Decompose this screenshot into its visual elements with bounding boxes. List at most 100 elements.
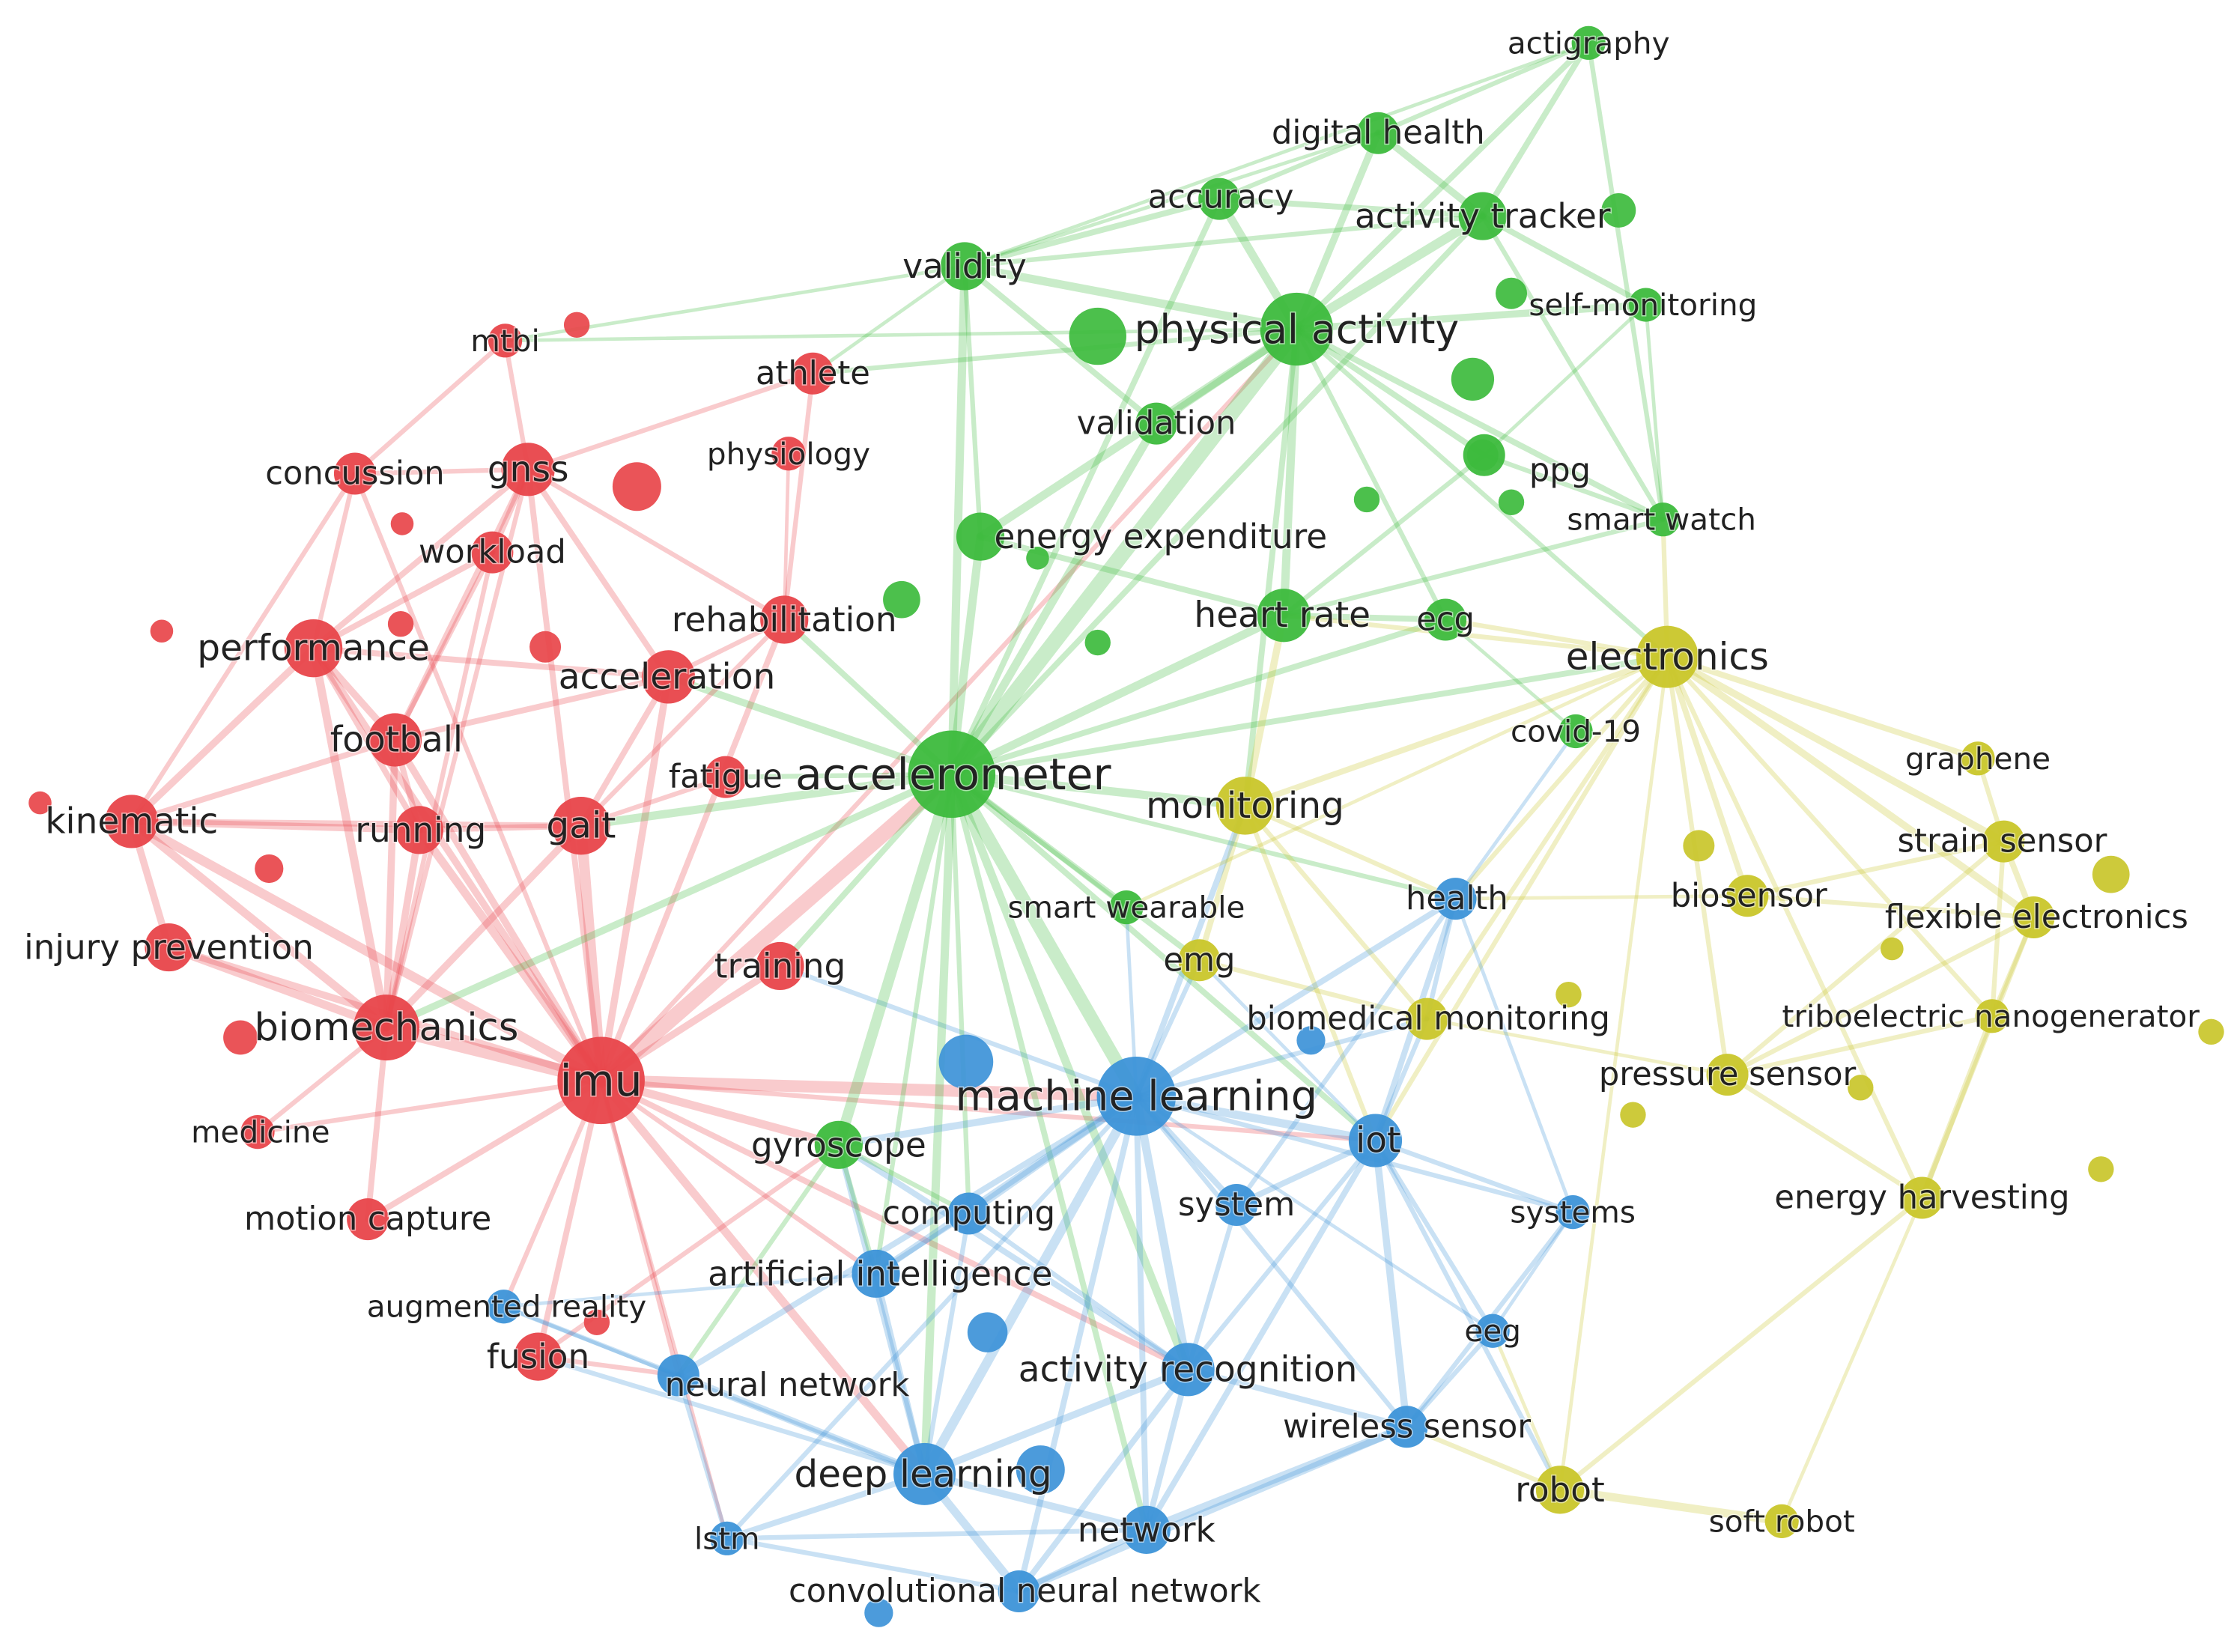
node-football[interactable]: [368, 713, 422, 767]
node-validity[interactable]: [940, 242, 989, 291]
node-unlabeled-1[interactable]: [1601, 192, 1636, 228]
node-unlabeled-25[interactable]: [864, 1598, 893, 1627]
node-unlabeled-2[interactable]: [1495, 277, 1528, 309]
node-mtbi[interactable]: [488, 324, 523, 358]
node-soft-robot[interactable]: [1764, 1504, 1799, 1538]
node-kinematic[interactable]: [105, 795, 159, 848]
node-unlabeled-32[interactable]: [1620, 1102, 1646, 1128]
node-health[interactable]: [1434, 878, 1477, 920]
node-unlabeled-20[interactable]: [583, 1309, 610, 1335]
node-artificial-intelligence[interactable]: [852, 1249, 900, 1298]
node-unlabeled-7[interactable]: [1498, 489, 1525, 515]
node-motion-capture[interactable]: [347, 1198, 389, 1241]
node-unlabeled-4[interactable]: [1451, 357, 1495, 401]
node-unlabeled-28[interactable]: [1881, 937, 1904, 961]
node-digital-health[interactable]: [1357, 112, 1400, 154]
node-unlabeled-26[interactable]: [1683, 830, 1715, 862]
node-gnss[interactable]: [501, 443, 555, 496]
node-energy-expenditure[interactable]: [956, 512, 1005, 561]
node-monitoring[interactable]: [1215, 777, 1275, 835]
node-unlabeled-11[interactable]: [563, 312, 590, 338]
node-neural-network[interactable]: [657, 1354, 699, 1397]
node-activity-tracker[interactable]: [1458, 192, 1507, 240]
node-unlabeled-29[interactable]: [1555, 981, 1582, 1008]
node-rehabilitation[interactable]: [760, 595, 809, 644]
node-unlabeled-8[interactable]: [1026, 547, 1049, 570]
node-concussion[interactable]: [333, 452, 376, 495]
node-performance[interactable]: [284, 619, 343, 678]
node-unlabeled-16[interactable]: [150, 619, 174, 643]
node-medicine[interactable]: [240, 1115, 275, 1150]
node-activity-recognition[interactable]: [1161, 1343, 1215, 1397]
node-unlabeled-24[interactable]: [967, 1312, 1008, 1352]
node-unlabeled-19[interactable]: [223, 1020, 258, 1055]
node-unlabeled-14[interactable]: [387, 610, 414, 637]
node-graphene[interactable]: [1961, 741, 1995, 776]
node-unlabeled-13[interactable]: [390, 512, 414, 535]
node-deep-learning[interactable]: [893, 1442, 956, 1505]
node-unlabeled-21[interactable]: [938, 1034, 994, 1090]
node-lstm[interactable]: [710, 1521, 744, 1555]
node-workload[interactable]: [471, 531, 514, 574]
node-eeg[interactable]: [1475, 1314, 1510, 1348]
node-validation[interactable]: [1135, 402, 1178, 445]
node-triboelectric-nanogenerator[interactable]: [1975, 999, 2009, 1033]
node-fusion[interactable]: [514, 1332, 562, 1381]
node-actigraphy[interactable]: [1571, 25, 1606, 60]
node-gyroscope[interactable]: [814, 1120, 863, 1169]
node-unlabeled-3[interactable]: [1069, 307, 1126, 365]
node-machine-learning[interactable]: [1096, 1057, 1177, 1136]
node-smart-watch[interactable]: [1645, 502, 1681, 537]
node-unlabeled-31[interactable]: [1848, 1075, 1874, 1101]
node-electronics[interactable]: [1636, 625, 1699, 688]
node-fatigue[interactable]: [704, 756, 747, 798]
node-ecg[interactable]: [1424, 598, 1467, 641]
node-wireless-sensor[interactable]: [1385, 1406, 1428, 1448]
node-biosensor[interactable]: [1726, 875, 1769, 917]
node-unlabeled-12[interactable]: [612, 462, 661, 511]
node-pressure-sensor[interactable]: [1706, 1054, 1749, 1096]
node-strain-sensor[interactable]: [1982, 820, 2025, 863]
node-accelerometer[interactable]: [908, 730, 996, 819]
node-covid-19[interactable]: [1558, 714, 1593, 749]
node-augmented-reality[interactable]: [487, 1290, 521, 1324]
node-unlabeled-18[interactable]: [255, 854, 284, 884]
node-emg[interactable]: [1178, 939, 1221, 982]
node-convolutional-neural-network[interactable]: [998, 1570, 1040, 1613]
node-biomechanics[interactable]: [353, 994, 419, 1061]
node-unlabeled-30[interactable]: [2198, 1018, 2224, 1045]
node-smart-wearable[interactable]: [1109, 890, 1144, 925]
node-unlabeled-15[interactable]: [529, 631, 562, 663]
node-iot[interactable]: [1348, 1114, 1403, 1167]
node-network[interactable]: [1122, 1505, 1171, 1554]
node-unlabeled-6[interactable]: [1353, 486, 1380, 513]
node-robot[interactable]: [1535, 1466, 1585, 1514]
node-system[interactable]: [1215, 1184, 1258, 1227]
node-ppg[interactable]: [1463, 434, 1505, 476]
node-imu[interactable]: [557, 1036, 645, 1125]
node-accuracy[interactable]: [1198, 177, 1241, 220]
node-physical-activity[interactable]: [1260, 292, 1334, 366]
node-gait[interactable]: [552, 796, 610, 855]
node-heart-rate[interactable]: [1257, 589, 1311, 643]
node-running[interactable]: [395, 806, 444, 854]
node-training[interactable]: [756, 941, 804, 991]
edge-biomechanics-workload: [383, 550, 495, 1030]
node-unlabeled-9[interactable]: [883, 580, 920, 619]
node-flexible-electronics[interactable]: [2012, 896, 2055, 938]
node-athlete[interactable]: [792, 352, 834, 395]
node-unlabeled-33[interactable]: [2088, 1156, 2114, 1182]
node-energy-harvesting[interactable]: [1901, 1176, 1943, 1219]
node-injury-prevention[interactable]: [145, 923, 193, 972]
node-physiology[interactable]: [771, 437, 806, 471]
node-self-monitoring[interactable]: [1629, 288, 1663, 322]
node-unlabeled-10[interactable]: [1084, 629, 1111, 656]
node-computing[interactable]: [947, 1192, 990, 1235]
node-unlabeled-17[interactable]: [28, 791, 52, 815]
node-unlabeled-22[interactable]: [1296, 1026, 1326, 1055]
node-systems[interactable]: [1555, 1195, 1590, 1230]
node-unlabeled-23[interactable]: [1016, 1445, 1065, 1495]
node-acceleration[interactable]: [641, 650, 696, 704]
node-biomedical-monitoring[interactable]: [1406, 997, 1448, 1040]
node-unlabeled-27[interactable]: [2092, 855, 2130, 893]
